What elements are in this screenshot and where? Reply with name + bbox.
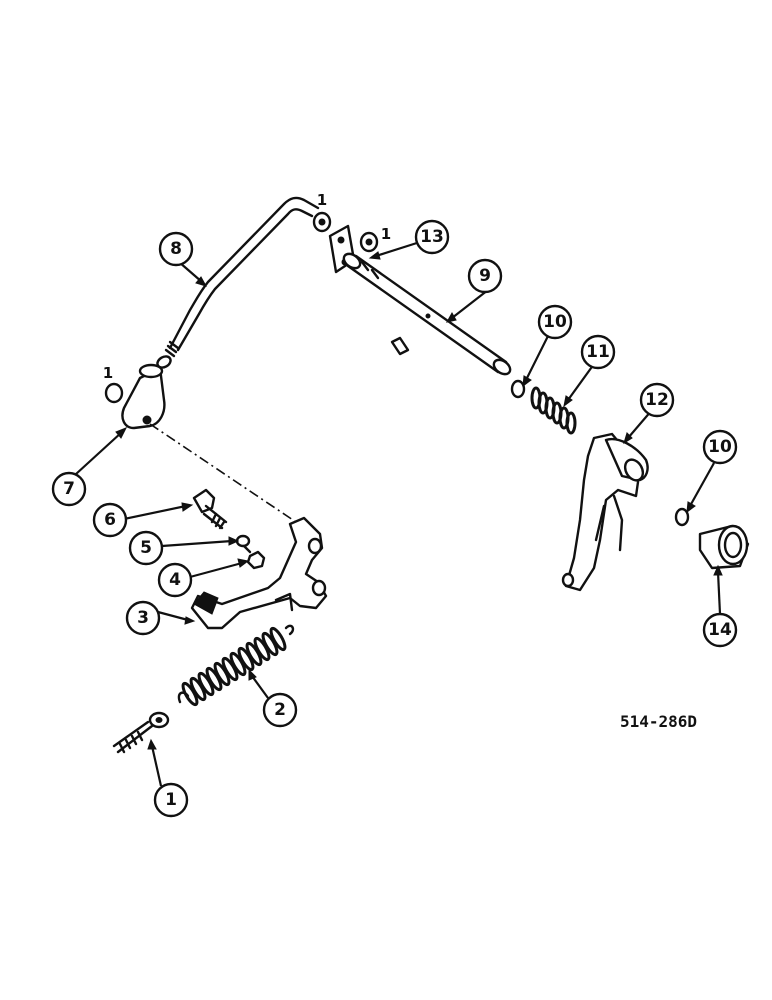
callout-small-1-c: 1 [381, 225, 391, 243]
svg-text:5: 5 [140, 538, 152, 558]
svg-text:6: 6 [104, 510, 116, 530]
callout-3: 3 [125, 600, 161, 636]
callout-8: 8 [158, 231, 194, 267]
eye-bolt-part-1 [112, 711, 170, 754]
svg-text:7: 7 [63, 479, 75, 499]
small-bolt-part-5 [235, 534, 252, 554]
svg-text:2: 2 [274, 700, 286, 720]
svg-text:4: 4 [169, 570, 181, 590]
roll-pin [390, 336, 410, 356]
callout-12: 12 [639, 382, 675, 418]
compression-spring-part-11 [530, 386, 577, 435]
svg-text:10: 10 [708, 437, 732, 457]
callout-11: 11 [580, 334, 616, 370]
svg-text:10: 10 [543, 312, 567, 332]
pedal-lever-part-3 [190, 516, 328, 630]
callout-small-1-b: 1 [103, 364, 113, 382]
svg-text:11: 11 [586, 342, 610, 362]
shift-fork-part-12 [561, 432, 649, 592]
callout-5: 5 [128, 530, 164, 566]
nut-part-4 [246, 550, 266, 570]
svg-text:14: 14 [708, 620, 732, 640]
shift-rod-part-8 [156, 196, 320, 369]
callout-small-1-a: 1 [317, 191, 327, 209]
svg-text:8: 8 [170, 239, 182, 259]
alignment-line [149, 423, 297, 523]
clevis-part-7 [121, 363, 166, 430]
callout-2: 2 [262, 692, 298, 728]
leader-lines [75, 240, 723, 787]
shaft-part-9 [342, 252, 512, 376]
reference-code: 514-286D [620, 712, 697, 731]
svg-text:3: 3 [137, 608, 149, 628]
bushing-part-14 [698, 524, 750, 570]
washer-left [104, 382, 124, 404]
tension-spring-part-2 [177, 624, 295, 707]
o-ring-upper [510, 379, 526, 399]
callout-10-lower: 10 [702, 429, 738, 465]
callout-14: 14 [702, 612, 738, 648]
callout-1: 1 [153, 782, 189, 818]
o-ring-lower [674, 507, 690, 527]
callout-7: 7 [51, 471, 87, 507]
svg-text:9: 9 [479, 266, 491, 286]
svg-text:1: 1 [165, 790, 177, 810]
svg-text:12: 12 [645, 390, 669, 410]
callout-10-upper: 10 [537, 304, 573, 340]
callout-13: 13 [414, 219, 450, 255]
bolt-part-6 [192, 488, 228, 530]
callout-4: 4 [157, 562, 193, 598]
callout-6: 6 [92, 502, 128, 538]
callout-9: 9 [467, 258, 503, 294]
svg-text:13: 13 [420, 227, 444, 247]
